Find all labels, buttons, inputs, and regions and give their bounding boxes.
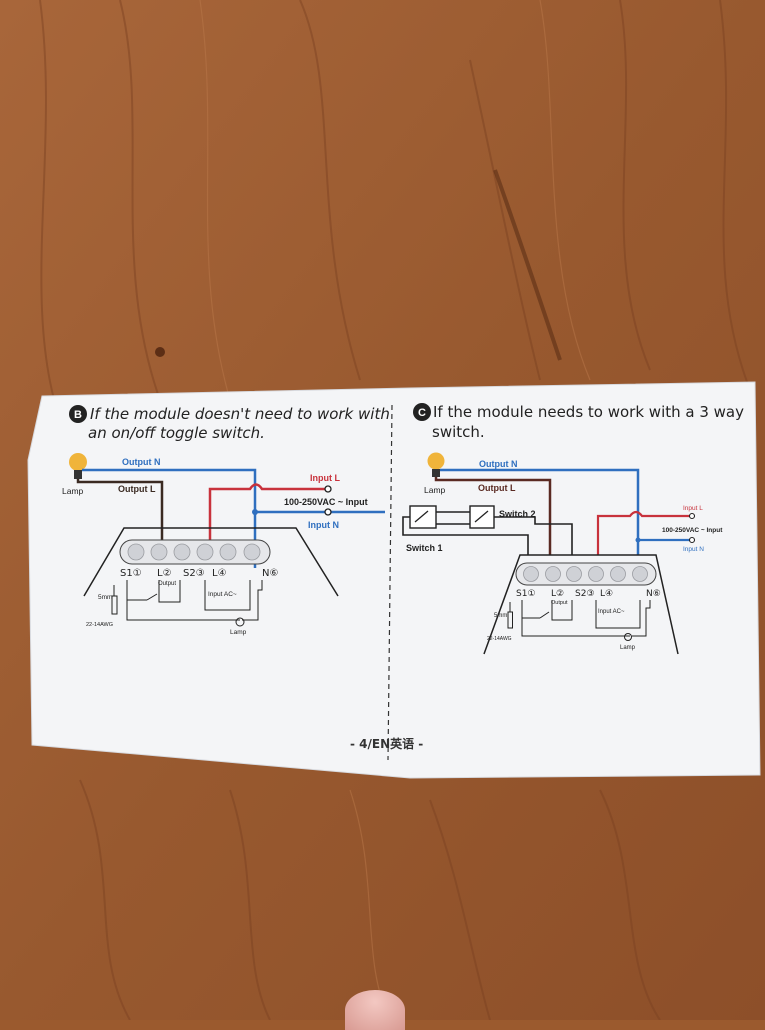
section-b-awg: 22-14AWG <box>86 622 113 628</box>
section-c-terminal-l4: L④ <box>600 589 613 599</box>
section-c-title-line1: If the module needs to work with a 3 way <box>433 403 744 421</box>
section-c-input-l-label: Input L <box>683 505 703 512</box>
section-b-badge: B <box>74 409 82 421</box>
section-c-lamp-label: Lamp <box>424 485 446 495</box>
page-number: - 4/EN英语 - <box>350 736 423 751</box>
section-b-terminal-s1: S1① <box>120 568 142 579</box>
section-c-terminal-n6: N⑥ <box>646 589 661 599</box>
section-b-terminal-l4: L④ <box>212 568 227 579</box>
section-c-terminal-s2: S2③ <box>575 589 595 599</box>
fingertip <box>345 990 405 1030</box>
section-b-terminal-l2: L② <box>157 568 172 579</box>
section-b-lamp-label: Lamp <box>62 486 84 496</box>
section-b: B If the module doesn't need to work wit… <box>62 405 390 636</box>
section-b-terminal-n6: N⑥ <box>262 568 278 579</box>
section-c-inner-schematic <box>507 600 651 641</box>
section-b-inner-schematic <box>111 580 263 627</box>
section-c-voltage-label: 100-250VAC ~ Input <box>662 527 723 534</box>
section-c-switch2-label: Switch 2 <box>499 509 536 519</box>
lamp-icon <box>427 452 445 477</box>
section-b-badge-circle <box>69 405 87 423</box>
switch-2-icon <box>469 505 495 529</box>
section-b-module-body <box>83 527 339 597</box>
section-c-output-n-label: Output N <box>479 459 518 469</box>
section-b-input-l-wire <box>208 483 325 544</box>
section-b-output-small: Output <box>158 581 176 587</box>
section-c-output-n-wire <box>440 468 640 555</box>
section-c-switch-wires <box>402 511 573 555</box>
section-c-module-body <box>483 554 679 655</box>
section-c-title-line2: switch. <box>432 423 485 441</box>
section-b-title-line1: If the module doesn't need to work with <box>90 405 390 423</box>
section-c-awg: 22-14AWG <box>487 636 512 642</box>
section-b-5mm: 5mm <box>98 594 112 601</box>
section-c-badge-circle <box>413 403 431 421</box>
lamp-icon <box>69 453 87 479</box>
section-c-switch1-label: Switch 1 <box>406 543 443 553</box>
section-c-input-l-wire <box>596 510 690 555</box>
section-c-input-n-label: Input N <box>683 546 704 553</box>
section-b-output-n-wire <box>82 468 385 514</box>
section-b-voltage-label: 100-250VAC ~ Input <box>284 497 368 507</box>
section-c-5mm: 5mm <box>494 613 507 619</box>
section-c-output-l-wire <box>434 477 552 555</box>
section-b-input-l-label: Input L <box>310 473 340 483</box>
section-c-terminal-s1: S1① <box>516 589 536 599</box>
section-c-terminal-l2: L② <box>551 589 564 599</box>
switch-1-icon <box>409 505 437 529</box>
section-b-output-l-wire <box>76 479 164 544</box>
section-b-title-line2: an on/off toggle switch. <box>88 424 265 442</box>
section-b-lamp-small: Lamp <box>230 629 247 636</box>
section-c-output-small: Output <box>551 600 568 606</box>
section-b-terminal-s2: S2③ <box>183 568 205 579</box>
section-c-input-ac: Input AC~ <box>598 609 625 615</box>
section-c-output-l-label: Output L <box>478 483 516 493</box>
section-c: C If the module needs to work with a 3 w… <box>402 403 744 655</box>
section-c-lamp-small: Lamp <box>620 645 636 651</box>
section-b-input-n-label: Input N <box>308 520 339 530</box>
section-b-output-l-label: Output L <box>118 484 156 494</box>
section-c-badge: C <box>418 407 426 419</box>
section-b-input-ac: Input AC~ <box>208 591 237 598</box>
section-b-output-n-label: Output N <box>122 457 161 467</box>
